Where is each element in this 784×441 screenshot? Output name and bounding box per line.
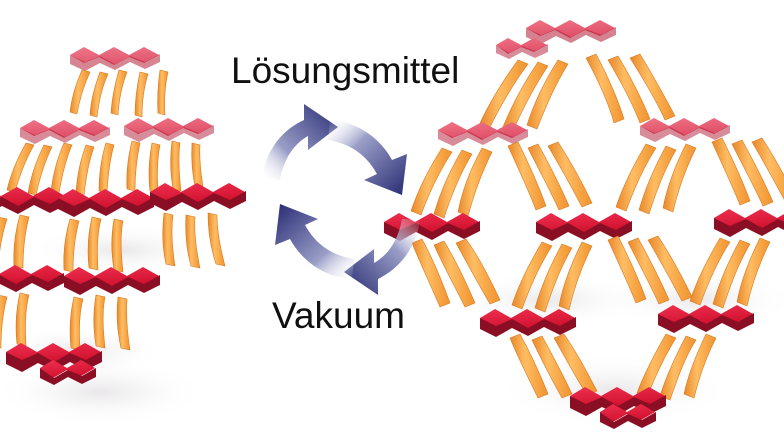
node-plate — [600, 404, 656, 429]
linker-group — [0, 292, 131, 351]
node-plate — [40, 360, 96, 385]
linker-group — [585, 53, 676, 124]
node-plate — [658, 305, 754, 333]
transformation-cycle-arrows — [252, 100, 432, 300]
node-plate — [20, 120, 110, 144]
node-plate — [150, 183, 246, 211]
node-plate — [496, 38, 548, 59]
node-plate — [536, 213, 632, 241]
arrow-top-left — [262, 104, 338, 180]
linker-group — [6, 140, 205, 196]
node-plate — [640, 118, 730, 142]
linker-group — [711, 137, 784, 207]
arrow-top-right — [328, 120, 407, 195]
contracted-framework-structure — [0, 0, 247, 441]
node-plate — [6, 343, 102, 372]
linker-group — [607, 235, 693, 305]
linker-group — [507, 141, 593, 211]
node-plate — [438, 122, 528, 146]
linker-group — [69, 69, 169, 118]
node-plate — [0, 187, 66, 214]
linker-group — [411, 238, 501, 308]
expanded-framework-structure — [384, 0, 784, 441]
linker-group — [509, 333, 598, 399]
node-plate — [58, 189, 154, 217]
vacuum-process-label: Vakuum — [272, 295, 405, 336]
node-plate — [0, 265, 64, 292]
linker-group — [410, 147, 493, 219]
node-plate — [526, 20, 616, 44]
node-plate — [124, 118, 214, 142]
arrow-bottom-left — [275, 204, 354, 279]
node-plate — [480, 309, 576, 337]
node-plate — [64, 267, 160, 295]
node-plate — [714, 209, 784, 237]
linker-group — [479, 59, 569, 132]
solvent-process-label: Lösungsmittel — [231, 50, 460, 91]
node-plate — [70, 47, 160, 71]
linker-group — [615, 143, 697, 215]
arrow-bottom-right — [344, 219, 420, 295]
linker-group — [689, 237, 771, 309]
node-plate — [570, 387, 666, 416]
linker-group — [511, 241, 593, 313]
